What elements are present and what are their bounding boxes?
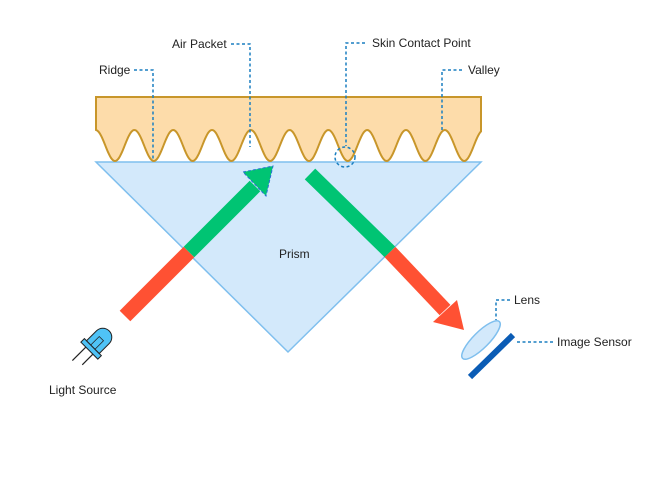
skin-contact-marker [334,146,356,168]
skin-contact-leader [345,42,365,146]
skin-contact-point-label: Skin Contact Point [372,36,471,50]
image-sensor [467,332,516,380]
led-light-source-icon [71,327,113,366]
finger-skin [95,96,482,163]
image-sensor-label: Image Sensor [557,335,632,349]
valley-leader [441,69,462,130]
lens-leader [495,299,510,320]
lens [461,320,501,360]
air-packet-leader [231,43,251,147]
air-packet-label: Air Packet [172,37,227,51]
valley-label: Valley [468,63,500,77]
incident-beam [119,165,274,322]
light-source-label: Light Source [49,383,117,397]
lens-label: Lens [514,293,540,307]
prism-label: Prism [279,247,310,261]
reflected-beam [304,168,464,330]
ridge-label: Ridge [99,63,131,77]
ridge-leader [134,69,154,160]
